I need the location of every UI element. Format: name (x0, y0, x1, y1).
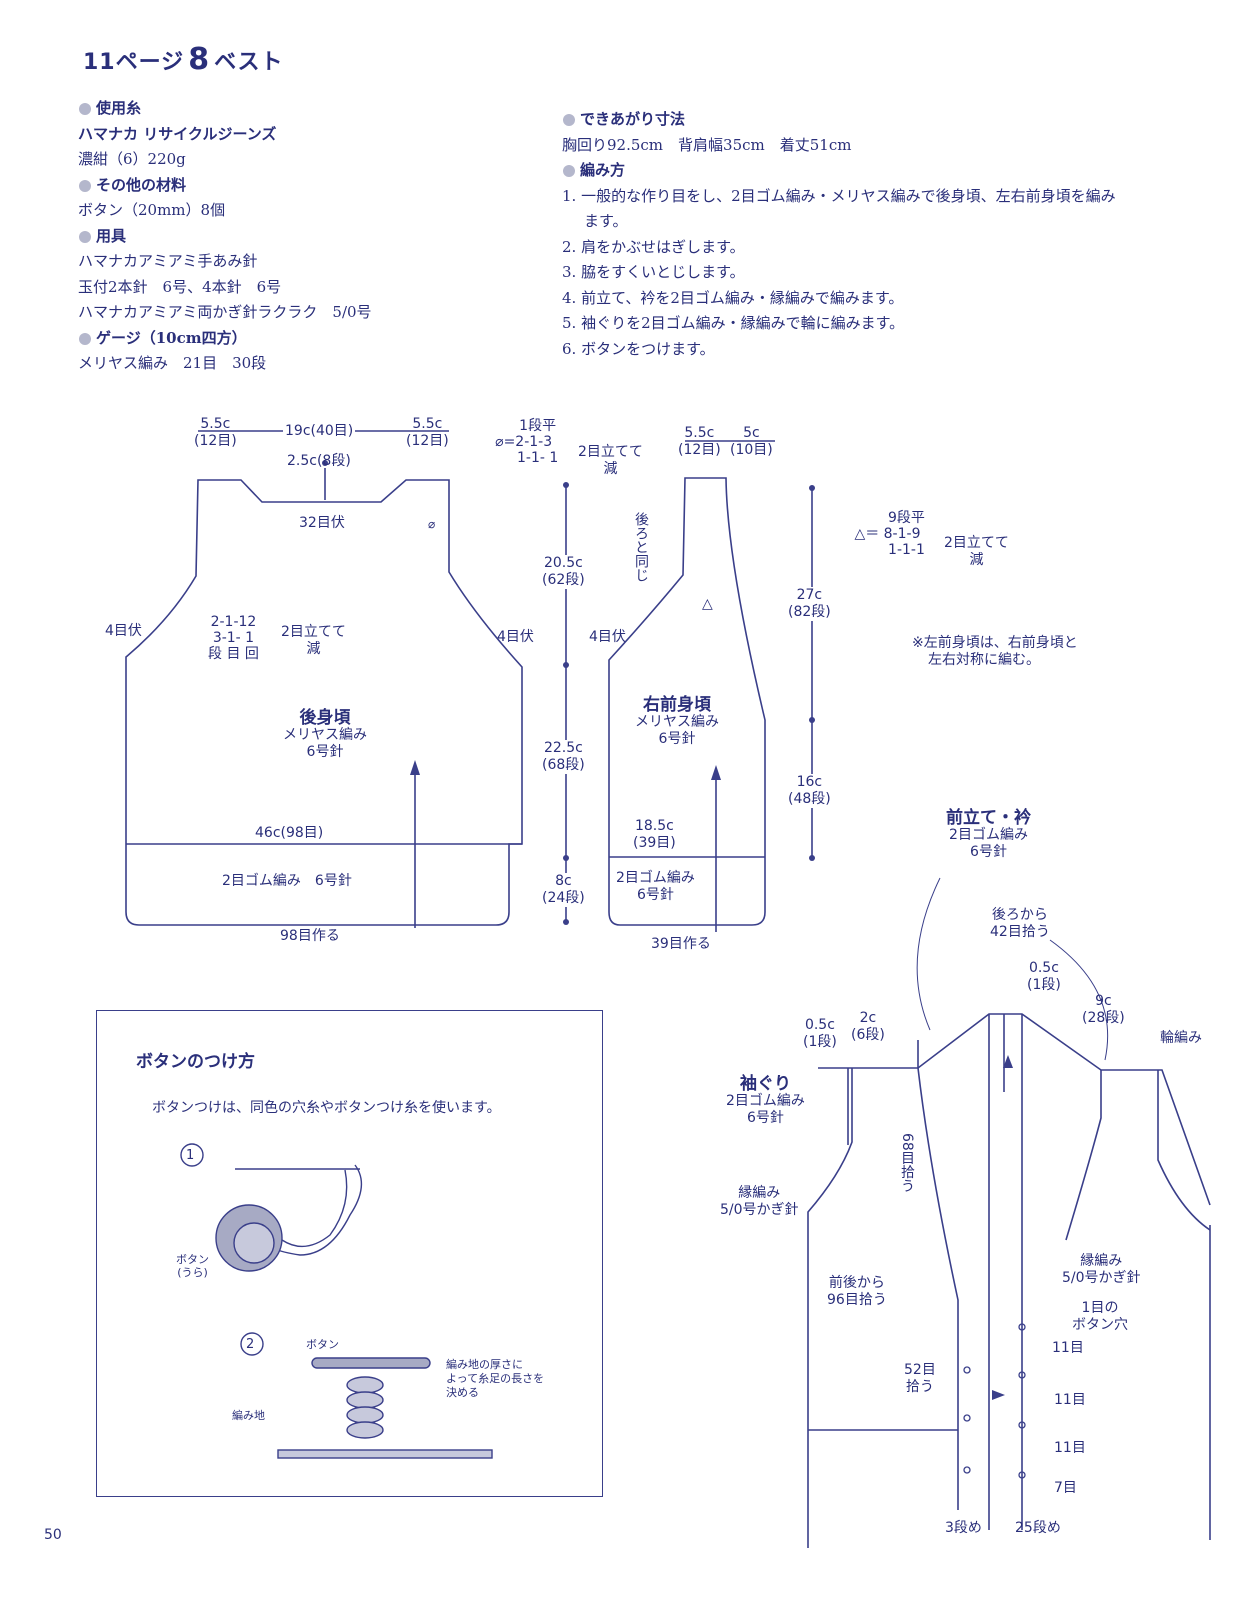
front-triangle: △ (702, 596, 713, 612)
round-label: 輪編み (1160, 1030, 1202, 1046)
front-w-shoulder: 5.5c(12目) (678, 425, 721, 458)
back-outline (125, 479, 523, 926)
method-step: 2. 肩をかぶせはぎします。 (562, 237, 745, 256)
back-decrease-note: 2目立てて減 (281, 624, 346, 657)
rib-length: 8c(24段) (542, 873, 585, 907)
shank-note: 編み地の厚さによって糸足の長さを決める (446, 1358, 545, 1399)
back-w-mid: 19c(40目) (283, 423, 356, 440)
method-step: 5. 袖ぐりを2目ゴム編み・縁編みで輪に編みます。 (562, 314, 905, 332)
materials-section: 使用糸 ハマナカ リサイクルジーンズ 濃紺（6）220g その他の材料 ボタン（… (78, 96, 372, 377)
yarn-amount: 濃紺（6）220g (78, 150, 186, 168)
method-step: 4. 前立て、衿を2目ゴム編み・縁編みで編みます。 (562, 288, 904, 307)
front-armhole: 4目伏 (589, 629, 626, 645)
method-step: 1. 一般的な作り目をし、2目ゴム編み・メリヤス編みで後身頃、左右前身頃を編み (562, 186, 1116, 205)
back-cast-on: 98目作る (280, 928, 340, 944)
fabric-side (277, 1449, 493, 1459)
tool-item: ハマナカアミアミ両かぎ針ラクラク 5/0号 (78, 303, 372, 321)
tool-item: ハマナカアミアミ手あみ針 (78, 252, 258, 270)
front-lower-length: 16c(48段) (788, 774, 831, 808)
button-illustrations (180, 1143, 493, 1459)
spacing-2: 11目 (1054, 1392, 1086, 1408)
button-box-title: ボタンのつけ方 (136, 1052, 255, 1072)
gauge-value: メリヤス編み 21目 30段 (78, 354, 267, 372)
dim-05a: 0.5c(1段) (1027, 960, 1061, 993)
back-width: 46c(98目) (252, 825, 327, 842)
button-box-desc: ボタンつけは、同色の穴糸やボタンつけ糸を使います。 (152, 1100, 501, 1116)
button-holes (963, 1323, 1026, 1479)
front-neck-length: 27c(82段) (788, 587, 831, 621)
mid-decrease-note: 2目立てて減 (578, 444, 643, 477)
pick-52-label: 52目拾う (904, 1362, 936, 1395)
yarn-heading: 使用糸 (78, 96, 372, 122)
tool-item: 玉付2本針 6号、4本針 6号 (78, 277, 282, 296)
left-front-note: ※左前身頃は、右前身頃と左右対称に編む。 (912, 635, 1078, 668)
rows-25-label: 25段め (1015, 1520, 1061, 1536)
front-outline (608, 477, 766, 926)
title-number: 8 (188, 42, 211, 77)
title-prefix: 11ページ (83, 50, 185, 75)
dim-2: 2c(6段) (851, 1010, 885, 1043)
finished-value: 胸回り92.5cm 背肩幅35cm 着丈51cm (562, 135, 852, 154)
armhole-length: 20.5c(62段) (542, 555, 585, 589)
method-step: 3. 脇をすくいとじします。 (562, 263, 745, 281)
fabric-label: 編み地 (232, 1409, 265, 1422)
button-back-label: ボタン(うら) (176, 1253, 209, 1279)
method-section: できあがり寸法 胸回り92.5cm 背肩幅35cm 着丈51cm 編み方 1. … (562, 107, 1116, 362)
button-label: ボタン (306, 1338, 339, 1351)
spacing-1: 11目 (1052, 1340, 1084, 1356)
yarn-name: ハマナカ リサイクルジーンズ (78, 124, 277, 143)
other-heading: その他の材料 (78, 173, 372, 199)
back-arrow-head (410, 760, 420, 775)
back-armhole-left: 4目伏 (105, 623, 142, 639)
title-suffix: ベスト (214, 50, 284, 75)
finished-heading: できあがり寸法 (562, 107, 1116, 133)
page-number: 50 (44, 1527, 62, 1543)
method-heading: 編み方 (562, 158, 1116, 184)
front-arrow-head (711, 765, 721, 780)
pick-68-label: 68目拾う (899, 1133, 915, 1193)
back-rib-label: 2目ゴム編み 6号針 (222, 873, 352, 889)
method-step: 6. ボタンをつけます。 (562, 339, 715, 358)
front-width: 18.5c(39目) (633, 818, 676, 852)
spacing-3: 11目 (1054, 1440, 1086, 1456)
button-side (311, 1357, 431, 1369)
tools-heading: 用具 (78, 224, 372, 250)
back-armhole-right: 4目伏 (497, 629, 534, 645)
front-w-band: 5c(10目) (730, 425, 773, 458)
rows-3-label: 3段め (945, 1520, 982, 1536)
method-step: ます。 (584, 212, 628, 230)
back-w-right: 5.5c(12目) (406, 416, 449, 449)
front-cast-on: 39目作る (651, 936, 711, 952)
back-neck-depth: 2.5c(8段) (287, 453, 351, 469)
buttonhole-label: 1目のボタン穴 (1072, 1300, 1128, 1333)
step-1-number: 1 (186, 1148, 195, 1163)
back-dec-marker: ⌀ (428, 517, 436, 531)
back-neck-bind: 32目伏 (299, 515, 345, 531)
body-length: 22.5c(68段) (542, 740, 585, 774)
other-value: ボタン（20mm）8個 (78, 201, 226, 219)
front-same-as-back: 後ろと同じ (633, 512, 649, 582)
dim-9: 9c(28段) (1082, 993, 1125, 1026)
triangle-decrease-note: 2目立てて減 (944, 535, 1009, 568)
dim-05b: 0.5c(1段) (803, 1017, 837, 1050)
button-instructions-box (96, 1010, 603, 1497)
gauge-heading: ゲージ（10cm四方） (78, 326, 372, 352)
back-w-left: 5.5c(12目) (194, 416, 237, 449)
step-2-number: 2 (246, 1337, 255, 1352)
spacing-4: 7目 (1054, 1480, 1077, 1496)
